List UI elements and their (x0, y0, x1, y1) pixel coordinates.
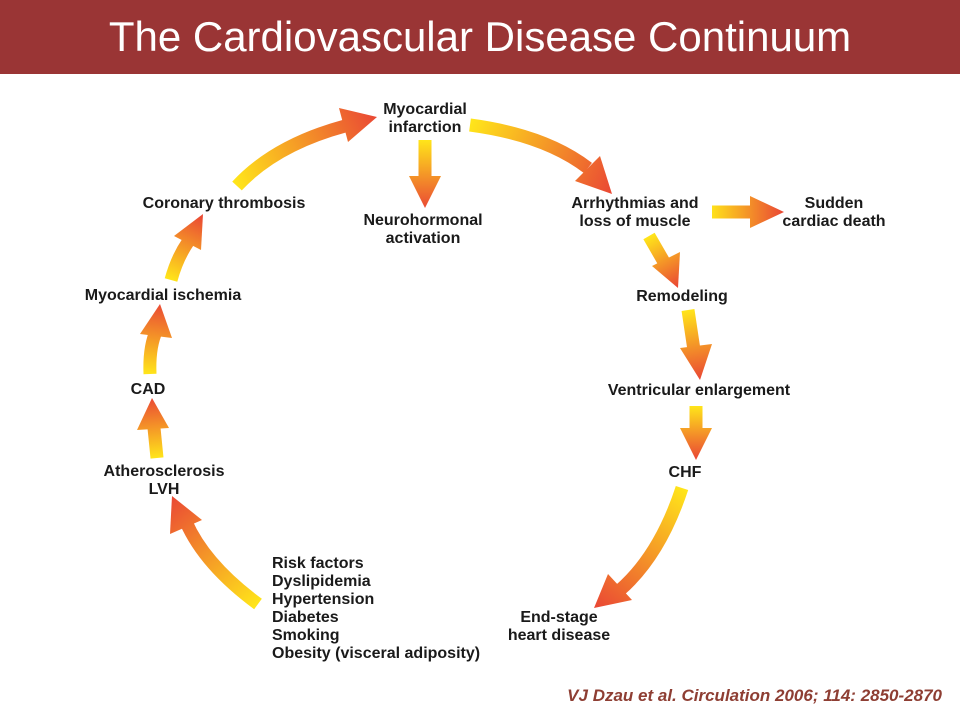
node-cad: CAD (130, 381, 166, 398)
arrow-thrombosis-to-infarction (232, 108, 377, 191)
arrow-arrhythmias-to-remodeling (643, 232, 680, 288)
arrow-remodeling-to-ventricular (680, 309, 712, 380)
arrow-infarction-to-neurohormonal (409, 140, 441, 208)
arrow-ventricular-to-chf (680, 406, 712, 460)
node-remodeling: Remodeling (636, 288, 728, 305)
arrow-risk-to-atherosclerosis (170, 496, 262, 610)
node-ventricular-enlargement: Ventricular enlargement (607, 382, 791, 399)
arrow-infarction-to-arrhythmias (469, 118, 612, 194)
citation: VJ Dzau et al. Circulation 2006; 114: 28… (567, 686, 942, 705)
arrow-atherosclerosis-to-cad (137, 398, 169, 459)
node-myocardial-ischemia: Myocardial ischemia (84, 287, 242, 304)
node-chf: CHF (668, 464, 702, 481)
node-coronary-thrombosis: Coronary thrombosis (142, 195, 306, 212)
arrow-ischemia-to-thrombosis (164, 214, 203, 282)
title-bar (0, 0, 960, 74)
page-title: The Cardiovascular Disease Continuum (108, 13, 852, 60)
arrow-cad-to-ischemia (140, 304, 172, 375)
arrow-chf-to-end-stage (594, 485, 689, 608)
arrow-arrhythmias-to-sudden-death (712, 196, 784, 228)
